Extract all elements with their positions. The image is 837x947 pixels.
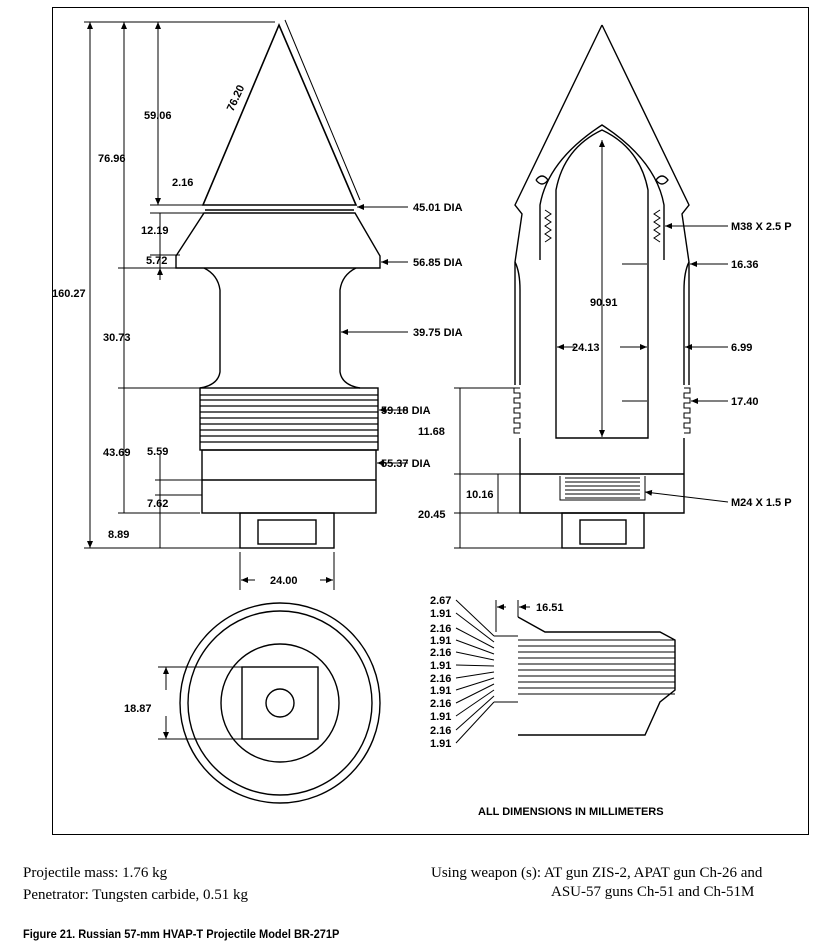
dim-band-region-height: 11.68 [418,426,445,438]
dim-band-height: 2.16 [172,177,193,189]
side-view-dimensions [84,19,408,590]
dim-lower-body-dia: 55.37 DIA [381,458,431,470]
dim-base-height: 20.45 [418,509,446,521]
dim-cavity-width: 24.13 [572,342,600,354]
dim-groove-2: 2.16 [430,623,451,635]
weapons-line-1: Using weapon (s): AT gun ZIS-2, APAT gun… [431,865,763,881]
drawing-frame [52,7,809,835]
dim-groove-8: 2.16 [430,698,451,710]
dim-groove-3: 1.91 [430,635,451,647]
penetrator-info: Penetrator: Tungsten carbide, 0.51 kg [23,887,248,903]
base-view [158,602,381,804]
dim-groove-1: 1.91 [430,608,451,620]
dim-groove-5: 1.91 [430,660,451,672]
dim-shoulder-dia: 56.85 DIA [413,257,463,269]
dim-tail-height: 8.89 [108,529,129,541]
dim-groove-height: 5.59 [147,446,168,458]
dim-band-dia: 45.01 DIA [413,202,463,214]
dim-body-length: 30.73 [103,332,131,344]
dim-nose-thread: M38 X 2.5 P [731,221,792,233]
dim-body-dia: 39.75 DIA [413,327,463,339]
section-band-serrations [513,387,691,434]
section-view-projectile [513,24,691,549]
dim-overall-length: 160.27 [52,288,86,300]
dim-base-thread: M24 X 1.5 P [731,497,792,509]
nose-thread [544,209,661,243]
units-note: ALL DIMENSIONS IN MILLIMETERS [478,806,664,818]
dim-band-depth: 16.51 [536,602,564,614]
dim-groove-11: 1.91 [430,738,451,750]
dim-groove-6: 2.16 [430,673,451,685]
figure-caption: Figure 21. Russian 57-mm HVAP-T Projecti… [23,927,340,941]
weapons-line-2: ASU-57 guns Ch-51 and Ch-51M [551,884,755,900]
rotating-band-grooves [200,394,378,443]
dim-rotating-band-dia: 59.18 DIA [381,405,431,417]
band-detail-view [455,599,676,744]
dimension-labels: 160.27 76.96 76.20 59.06 2.16 12.19 5.72… [52,83,792,818]
dim-wall-thickness: 6.99 [731,342,752,354]
dim-tip-to-band: 59.06 [144,110,172,122]
dim-shoulder-height: 5.72 [146,255,167,267]
side-view-projectile [175,22,381,549]
dim-groove-9: 1.91 [430,711,451,723]
dim-wall-offset: 16.36 [731,259,759,271]
projectile-mass: Projectile mass: 1.76 kg [23,865,168,881]
base-thread [559,476,646,501]
dim-groove-10: 2.16 [430,725,451,737]
dim-tail-width: 24.00 [270,575,298,587]
dim-groove-0: 2.67 [430,595,451,607]
section-view-dimensions [454,140,729,549]
dim-lower-body-height: 7.62 [147,498,168,510]
dim-band-offset: 17.40 [731,396,759,408]
dim-nose-length: 76.96 [98,153,126,165]
dim-band-to-shoulder: 12.19 [141,225,169,237]
dim-groove-4: 2.16 [430,647,451,659]
dim-hex-across: 18.87 [124,703,152,715]
dim-cavity-length: 90.91 [590,297,618,309]
dim-groove-7: 1.91 [430,685,451,697]
dim-base-length: 43.69 [103,447,131,459]
dim-base-thread-height: 10.16 [466,489,494,501]
